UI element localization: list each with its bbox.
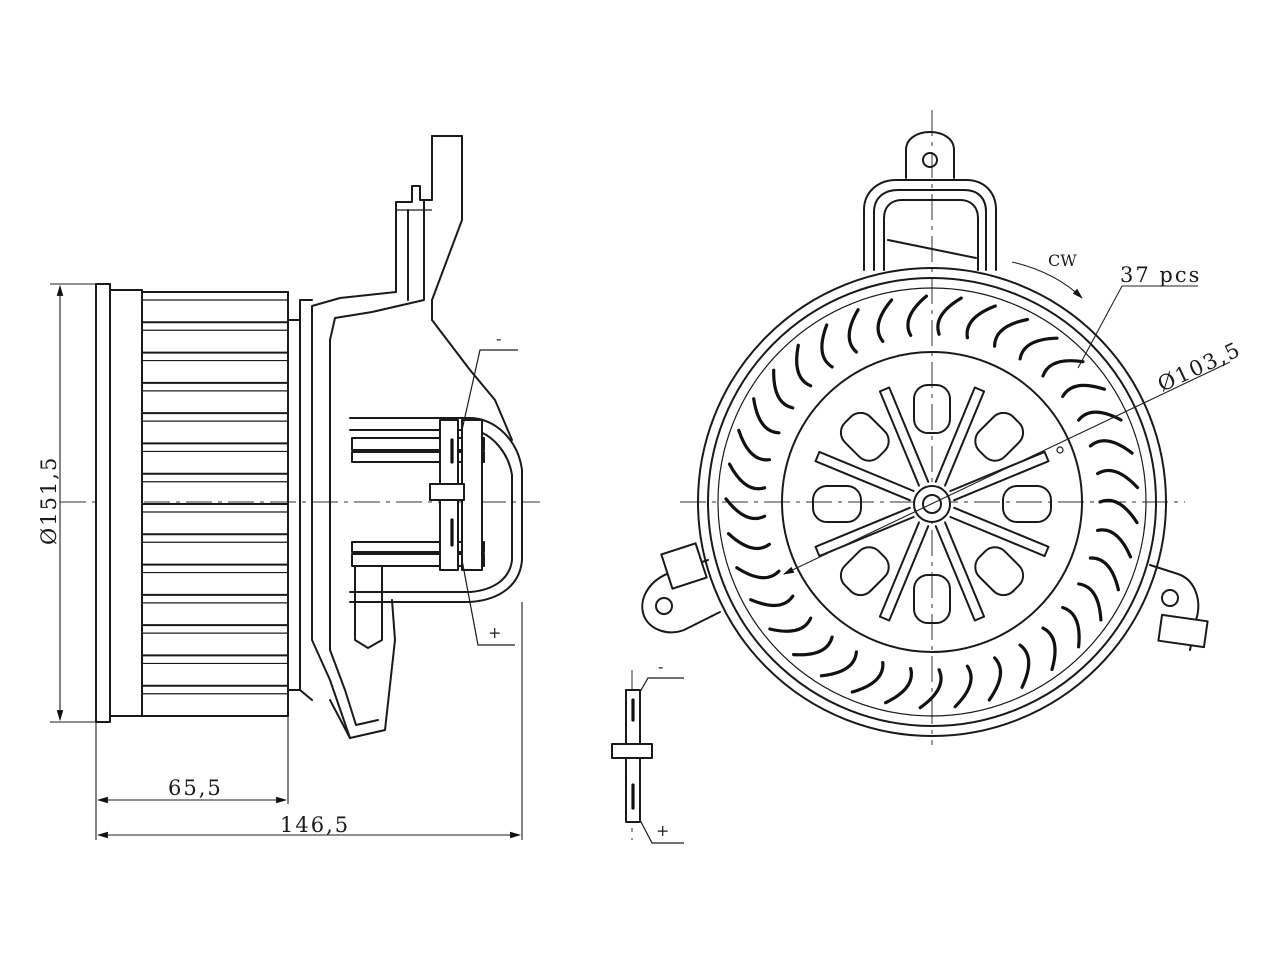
- motor-housing-outline: [349, 417, 523, 603]
- fan-blade: [987, 656, 1003, 702]
- fan-blade: [1041, 359, 1085, 378]
- hub-spoke: [949, 506, 1050, 558]
- front-view: CW 37 pcs Ø103,5: [641, 110, 1245, 745]
- fan-blade: [906, 294, 928, 337]
- fan-blade: [936, 296, 963, 336]
- fan-blade: [1096, 528, 1133, 559]
- right-mounting-lug: [1149, 564, 1209, 651]
- hub-window: [1002, 485, 1052, 523]
- fan-blade: [1098, 498, 1139, 525]
- hub-spoke: [949, 450, 1050, 502]
- fan-blades: [724, 294, 1140, 710]
- side-plus-label: +: [488, 623, 501, 642]
- hub-window: [974, 546, 1025, 597]
- fan-blade: [724, 497, 767, 521]
- fan-blade: [850, 661, 885, 694]
- connector-detail: - +: [611, 657, 684, 844]
- fan-blade: [792, 635, 834, 657]
- fan-blade: [918, 668, 943, 710]
- fan-blade: [876, 298, 894, 343]
- fan-blade: [768, 616, 813, 633]
- fan-blade: [772, 368, 795, 410]
- hub-spoke: [934, 386, 986, 487]
- hub-spoke: [934, 521, 986, 622]
- overall-length-label: 146,5: [280, 813, 350, 837]
- fan-blade: [953, 664, 973, 709]
- fan-blade: [749, 594, 795, 607]
- overall-diameter-label: Ø151,5: [37, 456, 61, 545]
- hub-window: [812, 485, 862, 523]
- left-mounting-lug: [641, 542, 721, 634]
- fan-blade: [1077, 582, 1103, 622]
- wheel-diameter-leader: [783, 361, 1231, 575]
- detail-minus-label: -: [658, 657, 663, 676]
- fan-blade: [1088, 439, 1134, 455]
- hub-window: [839, 411, 890, 462]
- fan-blade: [847, 308, 860, 354]
- fan-blade: [965, 304, 997, 340]
- fan-blade: [726, 532, 771, 551]
- fan-blade: [1077, 410, 1123, 422]
- wheel-blade-stack: [141, 291, 289, 717]
- fan-blade: [737, 428, 771, 462]
- fan-blade: [727, 462, 767, 491]
- fan-blade: [820, 323, 834, 369]
- blade-count-leader: [1077, 285, 1198, 369]
- fan-blade: [1041, 626, 1057, 672]
- fan-blade: [1096, 468, 1140, 490]
- hub-window: [974, 411, 1025, 462]
- fan-blade: [1061, 383, 1106, 399]
- mounting-bracket: [431, 135, 513, 441]
- side-dimensions: [50, 283, 523, 840]
- wheel-diameter-label: Ø103,5: [1154, 337, 1245, 397]
- hub-spokes: [812, 384, 1052, 624]
- wheel-width-label: 65,5: [168, 776, 223, 800]
- blade-count-label: 37 pcs: [1120, 263, 1201, 287]
- housing-outer: [697, 267, 1167, 737]
- fan-blade: [752, 397, 781, 435]
- fan-blade: [1061, 605, 1081, 649]
- hub-window: [913, 384, 951, 434]
- fan-blade: [795, 343, 813, 388]
- connector-pins: [351, 419, 485, 571]
- detail-plus-label: +: [656, 821, 669, 840]
- top-mounting-tab: [863, 131, 997, 271]
- side-view: - + Ø151,5 65,5 146,5: [37, 135, 540, 840]
- hub-window: [913, 574, 951, 624]
- hub-window: [839, 546, 890, 597]
- fan-blade: [819, 650, 858, 678]
- wheel-end-ring: [95, 283, 111, 723]
- hub-spoke: [814, 450, 915, 502]
- hub-spoke: [878, 386, 930, 487]
- inner-hub-disk: [781, 351, 1083, 653]
- rotation-arrow: [1011, 261, 1083, 299]
- fan-blade: [884, 667, 913, 705]
- side-minus-label: -: [496, 329, 501, 348]
- fan-blade: [993, 317, 1030, 348]
- rotation-label: CW: [1048, 251, 1077, 270]
- fan-blade: [1018, 643, 1031, 689]
- fan-blade: [1088, 556, 1120, 592]
- fan-blade: [1018, 336, 1059, 361]
- hub-spoke: [814, 506, 915, 558]
- fan-blade: [735, 566, 781, 580]
- hub-spoke: [878, 521, 930, 622]
